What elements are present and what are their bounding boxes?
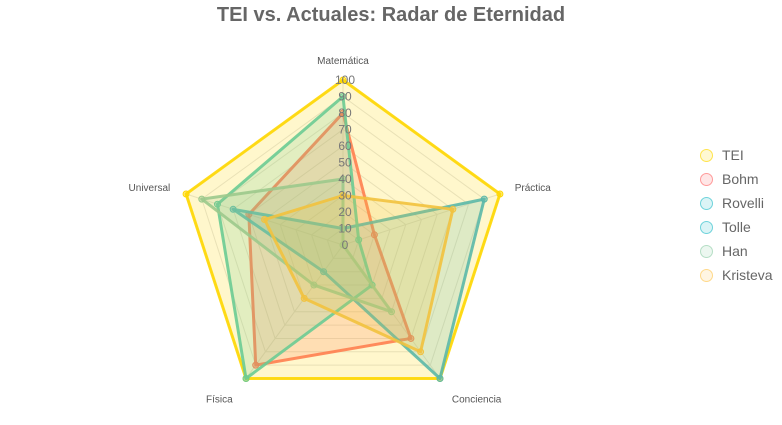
axis-label: Física bbox=[206, 395, 233, 406]
legend-label: Bohm bbox=[722, 171, 759, 187]
series-kristeva bbox=[263, 194, 455, 354]
series-tolle bbox=[215, 95, 374, 380]
data-point bbox=[480, 195, 488, 203]
data-point bbox=[242, 374, 250, 382]
tick-label: 80 bbox=[338, 106, 352, 120]
data-point bbox=[198, 195, 206, 203]
data-point bbox=[261, 216, 269, 224]
data-point bbox=[182, 190, 190, 198]
grid-ring bbox=[232, 128, 454, 339]
tick-label: 100 bbox=[335, 73, 355, 87]
grid-ring bbox=[263, 161, 423, 313]
data-point bbox=[339, 175, 347, 183]
data-point bbox=[407, 334, 415, 342]
axis-label: Conciencia bbox=[452, 395, 502, 406]
legend-item-kristeva[interactable]: Kristeva bbox=[700, 263, 773, 287]
legend-label: Kristeva bbox=[722, 267, 773, 283]
legend-label: Tolle bbox=[722, 219, 751, 235]
tick-label: 70 bbox=[338, 123, 352, 137]
grid-ring bbox=[201, 95, 485, 366]
tick-label: 90 bbox=[338, 90, 352, 104]
series-rovelli bbox=[231, 197, 486, 380]
legend-label: TEI bbox=[722, 147, 744, 163]
axis-label: Universal bbox=[129, 183, 171, 194]
data-point bbox=[310, 281, 318, 289]
data-point bbox=[339, 93, 347, 100]
legend-item-tolle[interactable]: Tolle bbox=[700, 215, 773, 239]
grid-ring bbox=[311, 211, 375, 273]
axis-label: Práctica bbox=[515, 183, 552, 194]
legend-marker-icon bbox=[700, 196, 713, 210]
data-point bbox=[213, 200, 221, 208]
data-point bbox=[355, 236, 363, 244]
legend-item-tei[interactable]: TEI bbox=[700, 143, 773, 167]
data-point bbox=[229, 205, 237, 213]
data-point bbox=[387, 308, 395, 316]
axis-label: Matemática bbox=[317, 56, 369, 67]
legend-marker-icon bbox=[700, 268, 713, 282]
legend-marker-icon bbox=[700, 172, 713, 186]
grid-ring bbox=[248, 145, 438, 326]
grid-ring bbox=[216, 112, 470, 353]
tick-label: 40 bbox=[338, 172, 352, 186]
data-point bbox=[436, 374, 444, 382]
data-point bbox=[417, 348, 425, 356]
legend-item-han[interactable]: Han bbox=[700, 239, 773, 263]
legend-item-bohm[interactable]: Bohm bbox=[700, 167, 773, 191]
data-point bbox=[252, 361, 260, 369]
data-point bbox=[339, 76, 347, 84]
data-point bbox=[300, 294, 308, 302]
data-point bbox=[449, 205, 457, 213]
data-point bbox=[370, 231, 378, 239]
data-point bbox=[496, 190, 504, 198]
legend-marker-icon bbox=[700, 148, 713, 162]
data-point bbox=[339, 241, 347, 249]
tick-label: 60 bbox=[338, 139, 352, 153]
data-point bbox=[339, 192, 347, 199]
chart-title: TEI vs. Actuales: Radar de Eternidad bbox=[216, 4, 566, 26]
tick-label: 10 bbox=[338, 222, 352, 236]
series-bohm bbox=[247, 111, 413, 367]
tick-label: 20 bbox=[338, 205, 352, 219]
series-han bbox=[200, 177, 393, 314]
legend-label: Han bbox=[722, 243, 748, 259]
tick-label: 30 bbox=[338, 189, 352, 203]
legend-marker-icon bbox=[700, 244, 713, 258]
data-point bbox=[320, 268, 328, 276]
grid-ring bbox=[295, 194, 391, 286]
legend-item-rovelli[interactable]: Rovelli bbox=[700, 191, 773, 215]
axis-line bbox=[245, 244, 344, 379]
legend-label: Rovelli bbox=[722, 195, 765, 211]
tick-label: 0 bbox=[342, 238, 349, 252]
tick-label: 50 bbox=[338, 156, 352, 170]
legend-marker-icon bbox=[700, 220, 713, 234]
